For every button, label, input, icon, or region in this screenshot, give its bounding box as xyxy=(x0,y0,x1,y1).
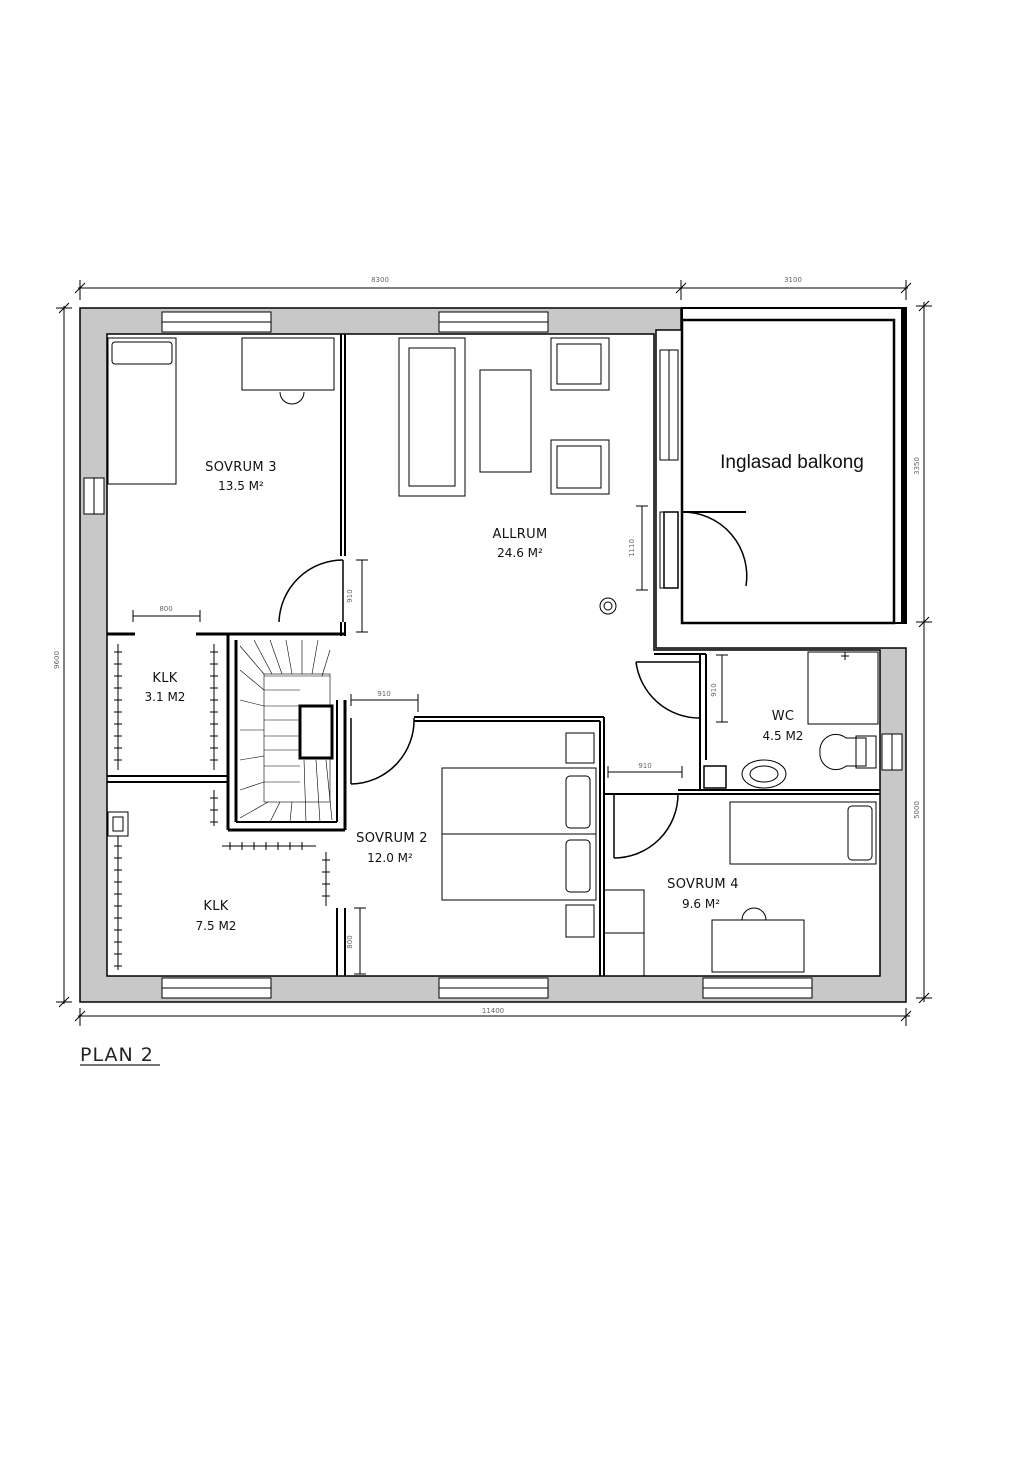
label-sovrum3-area: 13.5 M² xyxy=(218,479,264,493)
label-klk-small-area: 3.1 M2 xyxy=(145,690,186,704)
dim-bottom: 11400 xyxy=(482,1007,504,1015)
dimension-labels: 8300 3100 11400 9600 3350 5000 800 910 1… xyxy=(53,276,921,1015)
dim-top-left: 8300 xyxy=(371,276,389,284)
label-sovrum2-area: 12.0 M² xyxy=(367,851,413,865)
label-allrum-area: 24.6 M² xyxy=(497,546,543,560)
furniture xyxy=(107,337,879,977)
dim-door-wc: 910 xyxy=(710,683,718,696)
toilet xyxy=(819,733,867,771)
desk-sovrum4 xyxy=(711,919,805,973)
label-allrum-name: ALLRUM xyxy=(493,527,548,542)
wardrobe-sovrum4 xyxy=(603,889,645,977)
wc-fixtures xyxy=(741,651,879,789)
plan-title: PLAN 2 xyxy=(80,1044,154,1066)
dimension-lines xyxy=(56,280,932,1026)
dim-door-sovrum2: 910 xyxy=(377,690,390,698)
dim-door-sovrum3: 910 xyxy=(346,589,354,602)
label-klk-large-area: 7.5 M2 xyxy=(196,919,237,933)
desk-sovrum3 xyxy=(241,337,335,391)
outer-walls xyxy=(79,307,907,1003)
sink xyxy=(741,759,787,789)
dim-right-top: 3350 xyxy=(913,457,921,475)
balcony xyxy=(680,307,907,625)
dim-door-sovrum4: 910 xyxy=(638,762,651,770)
dim-left: 9600 xyxy=(53,651,61,669)
room-labels: SOVRUM 3 13.5 M² ALLRUM 24.6 M² Inglasad… xyxy=(145,452,864,933)
bed-sovrum3 xyxy=(107,337,177,485)
armchair-2 xyxy=(550,439,610,495)
coffee-table xyxy=(479,369,532,473)
chimney-circle xyxy=(599,597,617,615)
label-klk-small-name: KLK xyxy=(152,671,177,686)
windows xyxy=(83,311,903,999)
doors xyxy=(278,511,748,859)
dim-door-klk-large: 800 xyxy=(346,935,354,948)
label-wc-name: WC xyxy=(772,709,795,724)
dim-right-bottom: 5000 xyxy=(913,801,921,819)
label-sovrum2-name: SOVRUM 2 xyxy=(356,831,428,846)
label-sovrum4-name: SOVRUM 4 xyxy=(667,877,739,892)
sofa-allrum xyxy=(398,337,466,497)
label-klk-large-name: KLK xyxy=(203,899,228,914)
label-sovrum4-area: 9.6 M² xyxy=(682,897,720,911)
label-balkong: Inglasad balkong xyxy=(720,452,864,473)
wardrobe-rails xyxy=(107,644,330,970)
dim-door-klk: 800 xyxy=(159,605,172,613)
staircase xyxy=(239,639,334,823)
interior-walls xyxy=(107,334,880,976)
label-sovrum3-name: SOVRUM 3 xyxy=(205,460,277,475)
dim-top-right: 3100 xyxy=(784,276,802,284)
bed-sovrum2 xyxy=(441,732,597,938)
dim-door-balkong: 1110 xyxy=(628,539,636,557)
shower xyxy=(807,651,879,725)
armchair-1 xyxy=(550,337,610,391)
bed-sovrum4 xyxy=(729,801,877,865)
label-wc-area: 4.5 M2 xyxy=(763,729,804,743)
